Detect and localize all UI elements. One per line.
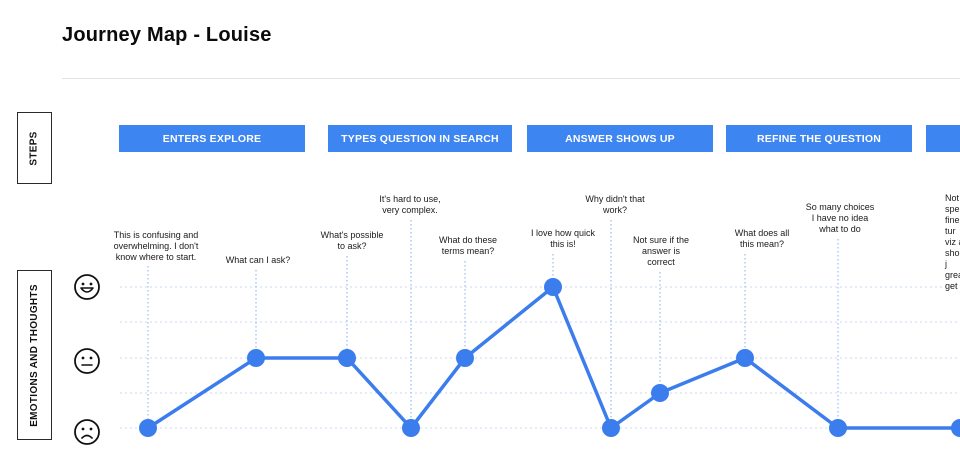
step-types-question: TYPES QUESTION IN SEARCH bbox=[328, 125, 512, 152]
thought-note: I love how quick this is! bbox=[530, 228, 596, 249]
step-enters-explore: ENTERS EXPLORE bbox=[119, 125, 305, 152]
emotion-point bbox=[247, 349, 265, 367]
thought-note: Not sure if the answer is correct bbox=[632, 235, 690, 267]
emotion-point bbox=[651, 384, 669, 402]
emotion-point bbox=[736, 349, 754, 367]
emotion-point bbox=[829, 419, 847, 437]
thought-note: What does all this mean? bbox=[734, 228, 790, 249]
thought-note: What do these terms mean? bbox=[438, 235, 498, 256]
step-refine-question: REFINE THE QUESTION bbox=[726, 125, 912, 152]
emotion-point bbox=[544, 278, 562, 296]
thought-note: This is confusing and overwhelming. I do… bbox=[113, 230, 199, 262]
neutral-face-icon bbox=[74, 348, 100, 374]
sad-face-icon bbox=[74, 419, 100, 445]
page-title: Journey Map - Louise bbox=[62, 24, 272, 46]
emotion-point bbox=[402, 419, 420, 437]
emotion-point bbox=[139, 419, 157, 437]
happy-face-icon bbox=[74, 274, 100, 300]
emotion-point bbox=[338, 349, 356, 367]
emotions-label-box: EMOTIONS AND THOUGHTS bbox=[17, 270, 52, 440]
thought-note: So many choices I have no idea what to d… bbox=[805, 202, 875, 234]
thought-note: What can I ask? bbox=[225, 255, 291, 265]
emotion-point bbox=[602, 419, 620, 437]
step-next bbox=[926, 125, 960, 152]
thought-note: Why didn't that work? bbox=[585, 194, 645, 215]
step-answer-shows-up: ANSWER SHOWS UP bbox=[527, 125, 713, 152]
thought-note: What's possible to ask? bbox=[320, 230, 384, 251]
emotion-point bbox=[456, 349, 474, 367]
thought-note: Not en spenin fine tur viz at should j g… bbox=[945, 193, 960, 291]
thought-note: It's hard to use, very complex. bbox=[379, 194, 441, 215]
steps-label-box: STEPS bbox=[17, 112, 52, 184]
emotion-point bbox=[951, 419, 960, 437]
title-divider bbox=[62, 78, 960, 79]
